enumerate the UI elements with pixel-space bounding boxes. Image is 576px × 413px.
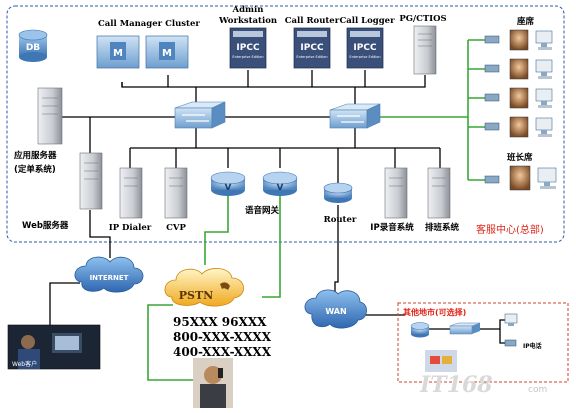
ip-dialer-label: IP Dialer — [109, 223, 152, 233]
admin-label-2: Workstation — [218, 16, 277, 26]
admin-label-1: Admin — [232, 5, 264, 15]
web-customer-label: Web客户 — [12, 360, 37, 368]
ipcc-box-logger: IPCC Enterprise Edition — [346, 27, 384, 69]
caller-photo — [193, 358, 233, 408]
team-leader-label: 班长席 — [507, 152, 533, 163]
headquarters-boundary — [6, 5, 565, 243]
cvp-label: CVP — [166, 223, 186, 233]
branch-label: 其他地市(可选择) — [403, 307, 466, 317]
ipcc-router-title: IPCC — [300, 43, 324, 53]
web-server-label: Web服务器 — [22, 220, 69, 231]
call-manager-cluster-label: Call Manager Cluster — [98, 19, 200, 29]
app-server-label-1: 应用服务器 — [14, 150, 57, 161]
pg-ctios-server — [413, 25, 437, 75]
web-server — [79, 152, 103, 210]
call-logger-label: Call Logger — [339, 16, 395, 26]
ipcc-box-router: IPCC Enterprise Edition — [293, 27, 331, 69]
ip-phone-label: IP电话 — [523, 342, 542, 350]
app-server-label-2: (定单系统) — [14, 164, 56, 175]
scheduling-server — [427, 167, 451, 219]
cm1-badge: M — [113, 48, 123, 59]
phone-number-1: 95XXX 96XXX — [173, 315, 267, 329]
wan-cloud: WAN — [304, 289, 367, 329]
ipcc-router-sub: Enterprise Edition — [296, 55, 327, 59]
pstn-label: PSTN — [179, 289, 213, 302]
call-manager-1: M — [96, 35, 140, 69]
branch-boundary — [397, 302, 569, 383]
ip-dialer-server — [119, 167, 143, 219]
db-cylinder: DB — [18, 29, 48, 62]
core-switch-right — [329, 103, 381, 129]
gw2-badge: V — [277, 183, 284, 193]
ip-recording-server — [384, 167, 408, 219]
voice-gateway-1: V — [210, 171, 246, 196]
branch-pc — [504, 313, 518, 326]
voice-gateway-2: V — [262, 171, 298, 196]
ipcc-admin-title: IPCC — [236, 43, 260, 53]
branch-ip-phone — [504, 339, 517, 347]
app-server — [37, 87, 63, 145]
call-center-label: 客服中心(总部) — [476, 223, 544, 236]
ipcc-logger-sub: Enterprise Edition — [349, 55, 380, 59]
ip-recording-label: IP录音系统 — [370, 222, 414, 233]
agent-seats — [484, 29, 553, 138]
watermark-sub: com — [528, 385, 547, 395]
seats-label: 座席 — [516, 16, 535, 27]
cvp-server — [164, 167, 188, 219]
scheduling-label: 排班系统 — [425, 222, 460, 233]
phone-number-3: 400-XXX-XXXX — [173, 345, 272, 359]
branch-router — [410, 322, 430, 338]
router-label: Router — [324, 215, 357, 225]
branch-agents-photo — [425, 350, 457, 372]
core-switch-left — [174, 101, 226, 129]
phone-number-2: 800-XXX-XXXX — [173, 330, 272, 344]
branch-switch — [449, 322, 481, 335]
router — [323, 182, 353, 203]
ipcc-logger-title: IPCC — [353, 43, 377, 53]
voice-gateway-label: 语音网关 — [245, 205, 280, 216]
web-customer-photo: Web客户 — [7, 324, 101, 370]
internet-label: INTERNET — [90, 274, 129, 282]
db-label: DB — [26, 43, 40, 53]
agent-seat-2 — [484, 58, 553, 80]
call-router-label: Call Router — [285, 16, 340, 26]
wan-label: WAN — [325, 307, 346, 316]
gw1-badge: V — [225, 183, 232, 193]
pstn-cloud: PSTN — [164, 268, 244, 307]
call-manager-2: M — [145, 35, 189, 69]
ipcc-admin-sub: Enterprise Edition — [232, 55, 263, 59]
agent-seat-4 — [484, 116, 553, 138]
ipcc-box-admin: IPCC Enterprise Edition — [229, 27, 267, 69]
agent-seat-1 — [484, 29, 553, 51]
cm2-badge: M — [162, 48, 172, 59]
voice-lines — [147, 39, 485, 381]
agent-seat-3 — [484, 87, 553, 109]
watermark-logo: IT168 — [419, 372, 493, 398]
team-leader-seat — [484, 165, 557, 191]
internet-cloud: INTERNET — [74, 256, 144, 293]
pg-ctios-label: PG/CTIOS — [399, 14, 446, 24]
